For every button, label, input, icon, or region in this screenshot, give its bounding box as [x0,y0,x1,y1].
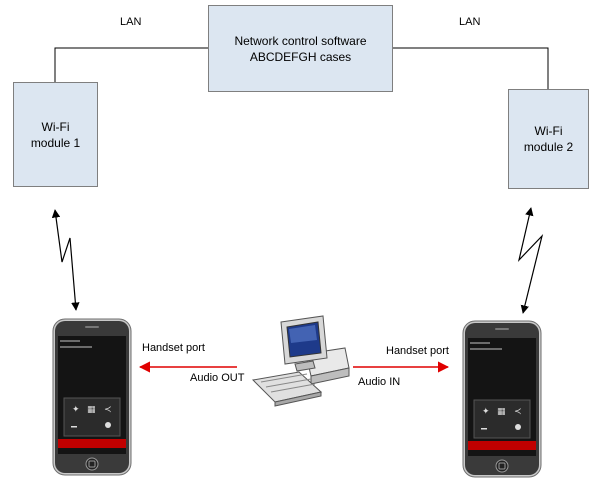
svg-text:≺: ≺ [104,405,112,415]
lan-link-left [54,47,208,82]
wireless-link-right [517,207,544,314]
audio-in-label: Audio IN [358,376,401,388]
smartphone-icon: ✦ ▦ ≺ [52,318,132,476]
audio-out-label: Audio OUT [190,372,245,384]
wifi-module-1-box: Wi-Fi module 1 [13,82,98,187]
software-label-line2: ABCDEFGH cases [249,49,352,64]
wifi2-label-line2: module 2 [523,140,574,154]
wifi2-label-line1: Wi-Fi [534,124,563,138]
svg-text:✦: ✦ [482,407,490,417]
lan-link-right [393,47,549,89]
wifi-module-2-box: Wi-Fi module 2 [508,89,589,189]
svg-text:▦: ▦ [87,405,96,415]
network-control-software-box: Network control software ABCDEFGH cases [208,5,393,92]
handset-port-label-left: Handset port [142,342,205,354]
wireless-link-left [51,209,80,311]
lan-label-right: LAN [459,16,481,28]
wifi1-label-line2: module 1 [30,135,81,150]
handset-port-label-right: Handset port [386,345,449,357]
smartphone-icon: ✦ ▦ ≺ [462,320,542,478]
svg-text:≺: ≺ [514,407,522,417]
svg-text:▦: ▦ [497,407,506,417]
svg-text:✦: ✦ [72,405,80,415]
desktop-computer-icon [251,315,350,407]
wifi1-label-line1: Wi-Fi [41,119,70,134]
software-label-line1: Network control software [234,33,367,48]
lan-label-left: LAN [120,16,142,28]
